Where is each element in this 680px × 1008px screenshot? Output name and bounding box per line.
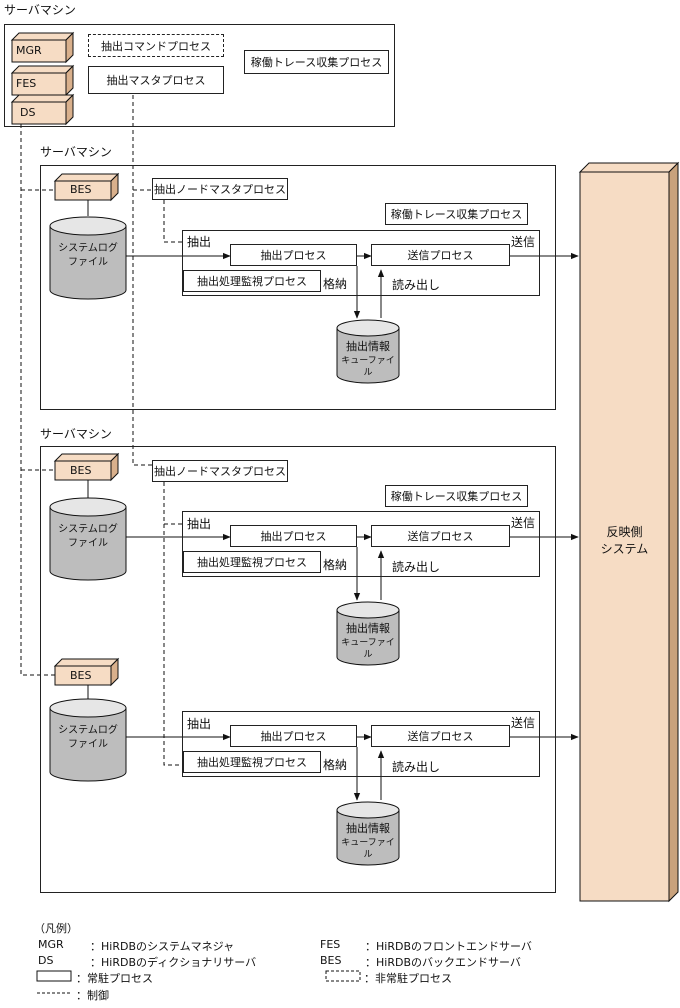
legend-key-fes: FES (320, 938, 341, 951)
bes-2b-label: BES (70, 669, 92, 682)
extract-process-2b: 抽出プロセス (230, 725, 357, 747)
legend-title: （凡例） (34, 922, 78, 935)
legend-key-ds: DS (38, 954, 54, 967)
send-process-2a: 送信プロセス (371, 525, 510, 547)
bes-2a-label: BES (70, 464, 92, 477)
target-system-label: 反映側システム (600, 525, 649, 556)
control-lines (20, 95, 182, 766)
send-label-2b: 送信 (511, 716, 536, 730)
legend-desc-ds: ：HiRDBのディクショナリサーバ (90, 956, 257, 969)
target-system-block (578, 161, 680, 903)
legend-key-bes: BES (320, 954, 342, 967)
mgr-label: MGR (16, 44, 42, 57)
queue-file-2b: 抽出情報キューファイル (341, 822, 395, 860)
extract-label-2b: 抽出 (187, 717, 212, 731)
queue-cylinders (336, 319, 400, 866)
send-label-2a: 送信 (511, 516, 536, 530)
legend-desc-resident: ：常駐プロセス (76, 972, 153, 985)
ds-label: DS (20, 106, 36, 119)
monitor-process-2b: 抽出処理監視プロセス (183, 751, 321, 773)
server-1-title: サーバマシン (40, 145, 112, 159)
legend-desc-mgr: ：HiRDBのシステムマネジャ (90, 940, 235, 953)
monitor-process-1: 抽出処理監視プロセス (183, 270, 321, 292)
server-2-frame (40, 446, 556, 893)
legend-key-mgr: MGR (38, 938, 64, 951)
send-process-2b: 送信プロセス (371, 725, 510, 747)
server-2-title: サーバマシン (40, 427, 112, 441)
syslog-file-1: システムログファイル (58, 243, 118, 268)
syslog-file-2b: システムログファイル (58, 725, 118, 750)
extract-region-2a (182, 511, 540, 577)
store-label-2b: 格納 (323, 758, 348, 772)
trace-collect-process-2: 稼働トレース収集プロセス (385, 485, 528, 507)
trace-collect-process-top: 稼働トレース収集プロセス (244, 50, 389, 74)
fes-label: FES (16, 77, 37, 90)
send-label-1: 送信 (511, 235, 536, 249)
server-top-frame (4, 24, 395, 127)
unit-blocks (10, 31, 120, 687)
store-label-2a: 格納 (323, 558, 348, 572)
syslog-cylinders (49, 216, 127, 782)
send-process-1: 送信プロセス (371, 244, 510, 266)
syslog-file-2a: システムログファイル (58, 524, 118, 549)
legend-desc-fes: ：HiRDBのフロントエンドサーバ (365, 940, 532, 953)
legend-desc-bes: ：HiRDBのバックエンドサーバ (365, 956, 521, 969)
extract-master-process: 抽出マスタプロセス (88, 66, 224, 94)
store-label-1: 格納 (323, 277, 348, 291)
queue-file-1: 抽出情報キューファイル (341, 340, 395, 378)
extract-process-1: 抽出プロセス (230, 244, 357, 266)
read-label-1: 読み出し (392, 278, 441, 292)
trace-collect-process-1: 稼働トレース収集プロセス (385, 203, 528, 225)
extract-region-2b (182, 711, 540, 777)
read-label-2b: 読み出し (392, 760, 441, 774)
monitor-process-2a: 抽出処理監視プロセス (183, 551, 321, 573)
server-top-title: サーバマシン (4, 3, 76, 17)
extract-label-1: 抽出 (187, 235, 212, 249)
legend-desc-nonresident: ：非常駐プロセス (364, 972, 452, 985)
extract-process-2a: 抽出プロセス (230, 525, 357, 547)
read-label-2a: 読み出し (392, 560, 441, 574)
legend-desc-control: ：制御 (76, 989, 109, 1002)
node-master-process-1: 抽出ノードマスタプロセス (152, 178, 288, 200)
extract-region-1 (182, 230, 540, 296)
server-1-frame (40, 165, 556, 410)
legend-symbols (36, 970, 361, 994)
queue-file-2a: 抽出情報キューファイル (341, 622, 395, 660)
bes-1-label: BES (70, 183, 92, 196)
node-master-process-2: 抽出ノードマスタプロセス (152, 460, 288, 482)
extract-label-2a: 抽出 (187, 517, 212, 531)
extract-command-process: 抽出コマンドプロセス (88, 34, 224, 57)
